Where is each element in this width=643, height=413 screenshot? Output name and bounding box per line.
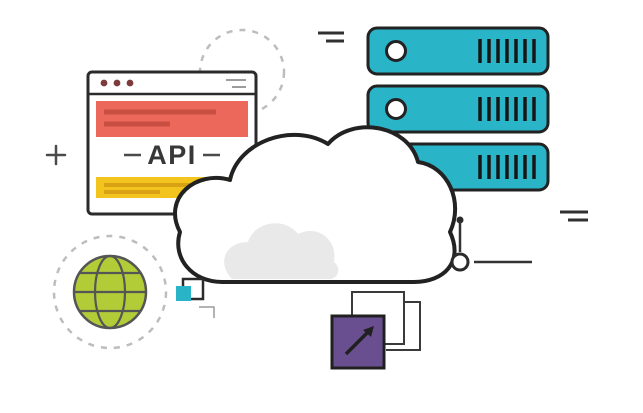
server-vents-icon — [478, 39, 536, 63]
server-led-icon — [385, 40, 407, 62]
window-dot — [100, 79, 108, 87]
globe-icon — [52, 234, 168, 350]
arrow-shaft — [344, 329, 371, 356]
node-ring — [450, 252, 470, 272]
server-icon-1 — [366, 26, 550, 76]
dash-marks-top — [318, 31, 344, 43]
menu-dashes-icon — [226, 79, 246, 88]
window-dots-icon — [100, 79, 134, 87]
window-dot — [113, 79, 121, 87]
square-connector-line — [199, 306, 215, 318]
dashed-circle-globe-icon — [52, 234, 168, 350]
server-led-icon — [385, 98, 407, 120]
square-fill — [176, 286, 191, 301]
header-text-lines — [104, 109, 216, 127]
footer-text-lines — [104, 183, 198, 194]
dash-marks-right — [560, 210, 588, 222]
plus-icon — [45, 144, 67, 166]
node-dot — [456, 216, 464, 224]
purple-arrow-square-icon — [330, 291, 421, 370]
server-vents-icon — [478, 97, 536, 121]
server-chassis — [366, 26, 550, 76]
connector-node-icon — [450, 216, 532, 272]
globe-grid-icon — [74, 254, 146, 330]
arrow-ne-icon — [344, 326, 374, 356]
api-label: API — [147, 140, 197, 170]
server-stack — [366, 26, 550, 192]
server-icon-2 — [366, 84, 550, 134]
arrow-head — [363, 326, 374, 337]
cloud-icon — [173, 125, 458, 284]
server-vents-icon — [478, 155, 536, 179]
server-chassis — [366, 84, 550, 134]
window-dot — [126, 79, 134, 87]
api-label-group: API — [124, 140, 220, 170]
square-connector — [386, 301, 421, 351]
teal-square-icon — [176, 277, 215, 318]
browser-header-bar — [96, 101, 248, 137]
cloud-shadow — [224, 223, 339, 279]
